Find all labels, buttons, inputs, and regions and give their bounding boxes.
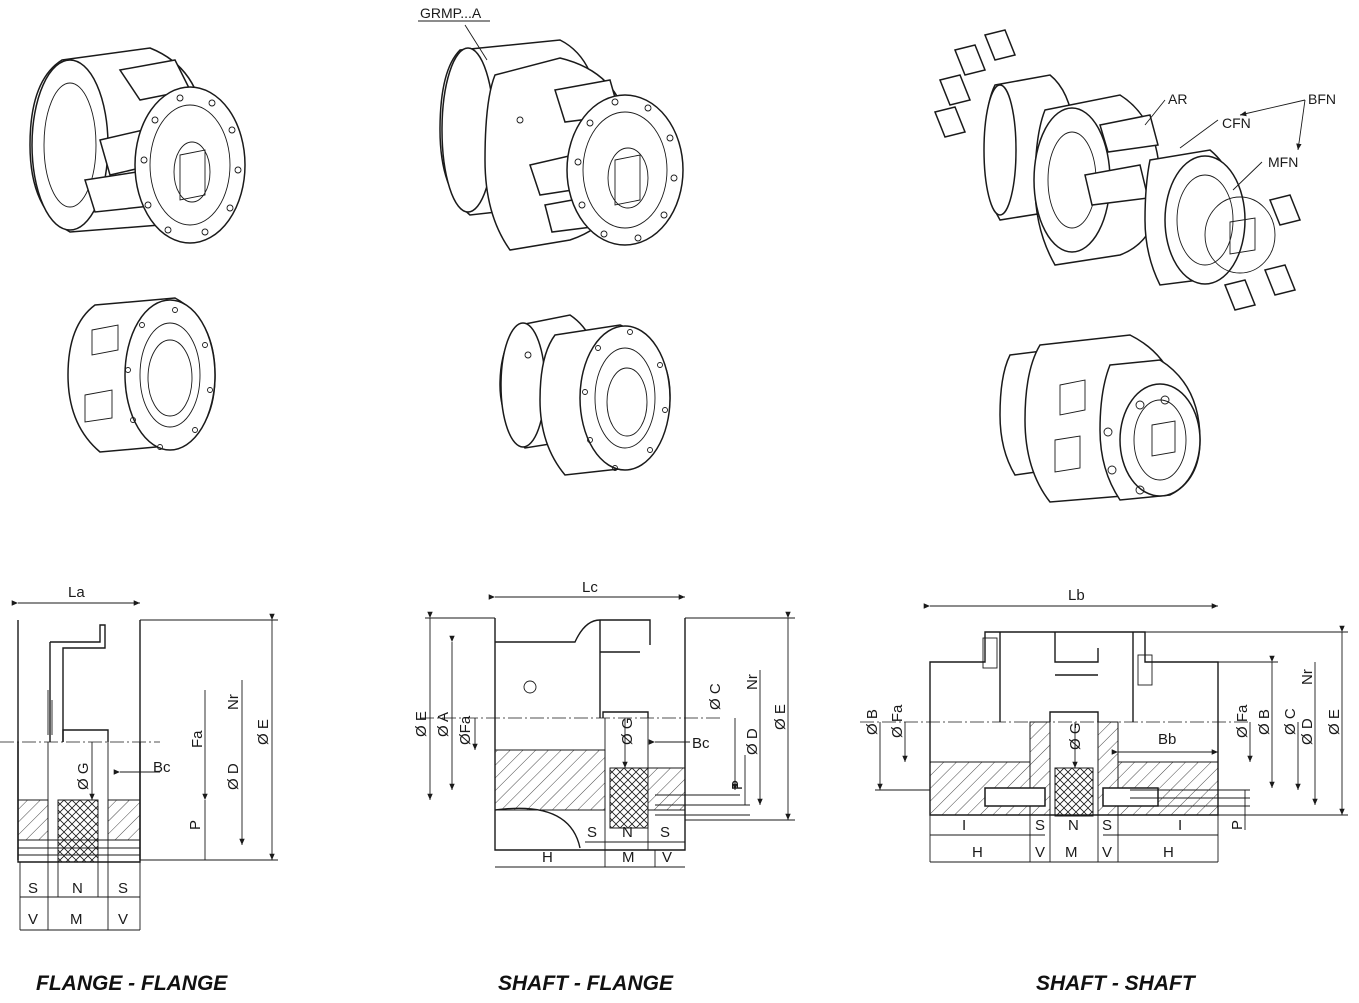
dim-left-g: Ø G — [75, 762, 92, 790]
dim-left-fa: Fa — [189, 730, 206, 748]
dim-mid-v: V — [662, 849, 672, 866]
section-shaft-shaft — [860, 603, 1348, 863]
dim-left-e: Ø E — [255, 719, 272, 745]
dim-left-p: P — [187, 820, 204, 830]
callout-cfn: CFN — [1222, 115, 1251, 131]
dim-mid-nr: Nr — [744, 674, 761, 690]
dim-lc: Lc — [582, 579, 598, 596]
dim-right-g: Ø G — [1067, 722, 1084, 750]
dim-mid-m: M — [622, 849, 635, 866]
dim-mid-e1: Ø E — [413, 711, 430, 737]
dim-right-c: Ø C — [1282, 708, 1299, 735]
iso-flange-flange-assembled — [67, 297, 216, 453]
dim-left-bc: Bc — [153, 759, 171, 776]
iso-shaft-flange-assembled — [499, 314, 671, 476]
caption-flange-flange: FLANGE - FLANGE — [36, 972, 228, 995]
dim-right-e: Ø E — [1326, 709, 1343, 735]
dim-mid-d: Ø D — [744, 728, 761, 755]
callout-mfn: MFN — [1268, 154, 1298, 170]
dim-mid-fa: ØFa — [457, 715, 474, 745]
dim-left-s1: S — [28, 880, 38, 897]
dim-mid-n: N — [622, 824, 633, 841]
dim-mid-g: Ø G — [619, 717, 636, 745]
dim-right-i2: I — [1178, 817, 1182, 834]
dim-mid-c: Ø C — [707, 683, 724, 710]
dim-right-s1: S — [1035, 817, 1045, 834]
dim-left-nr: Nr — [225, 694, 242, 710]
dim-left-v1: V — [28, 911, 38, 928]
dim-mid-a: Ø A — [435, 712, 452, 737]
dim-mid-h: H — [542, 849, 553, 866]
dim-right-fa2: Ø Fa — [1234, 704, 1251, 738]
iso-shaft-shaft-assembled — [999, 334, 1201, 503]
section-flange-flange — [0, 600, 278, 931]
callout-ar: AR — [1168, 91, 1187, 107]
dim-right-h2: H — [1163, 844, 1174, 861]
dim-right-h1: H — [972, 844, 983, 861]
dim-right-p: P — [1229, 820, 1246, 830]
caption-shaft-shaft: SHAFT - SHAFT — [1036, 972, 1195, 995]
caption-shaft-flange: SHAFT - FLANGE — [498, 972, 673, 995]
dim-left-v2: V — [118, 911, 128, 928]
dim-left-m: M — [70, 911, 83, 928]
section-shaft-flange — [420, 594, 795, 868]
dim-left-d: Ø D — [225, 763, 242, 790]
iso-flange-flange-exploded — [29, 47, 246, 244]
dim-right-bb: Bb — [1158, 731, 1176, 748]
iso-shaft-flange-exploded — [439, 24, 684, 251]
dim-mid-s1: S — [587, 824, 597, 841]
dim-right-n: N — [1068, 817, 1079, 834]
dim-lb: Lb — [1068, 587, 1085, 604]
dim-mid-s2: S — [660, 824, 670, 841]
callout-bfn: BFN — [1308, 91, 1336, 107]
dim-la: La — [68, 584, 85, 601]
dim-mid-bc: Bc — [692, 735, 710, 752]
dim-left-s2: S — [118, 880, 128, 897]
dim-right-b1: Ø B — [864, 709, 881, 735]
dim-right-i1: I — [962, 817, 966, 834]
dim-right-nr: Nr — [1299, 669, 1316, 685]
dim-left-n: N — [72, 880, 83, 897]
dim-right-s2: S — [1102, 817, 1112, 834]
iso-shaft-shaft-exploded — [933, 29, 1306, 311]
dim-right-v1: V — [1035, 844, 1045, 861]
dim-right-fa1: Ø Fa — [889, 704, 906, 738]
dim-mid-e2: Ø E — [772, 704, 789, 730]
dim-right-d: Ø D — [1299, 718, 1316, 745]
dim-right-b2: Ø B — [1256, 709, 1273, 735]
callout-grmp: GRMP...A — [420, 5, 482, 21]
dim-right-m: M — [1065, 844, 1078, 861]
dim-mid-p: P — [729, 780, 746, 790]
dim-right-v2: V — [1102, 844, 1112, 861]
